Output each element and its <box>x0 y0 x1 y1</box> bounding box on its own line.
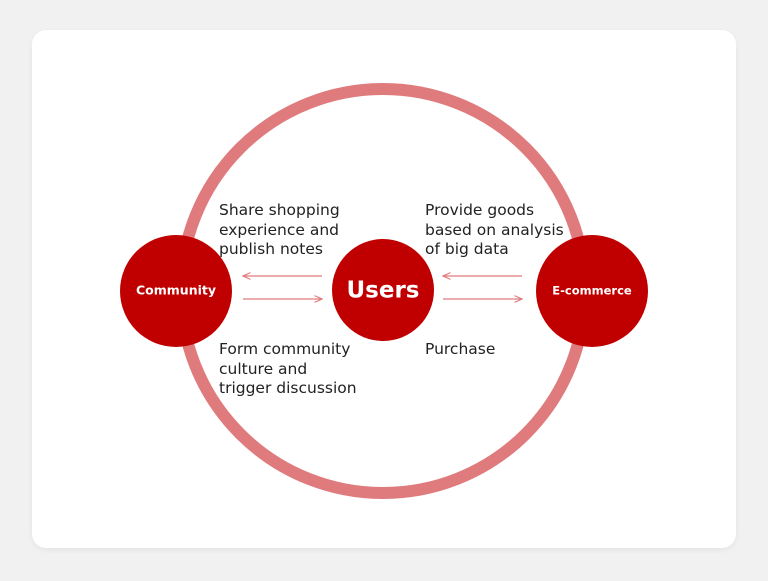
form-annotation: Form community culture and trigger discu… <box>219 340 357 399</box>
share-line-2: experience and <box>219 220 339 239</box>
share-line-3: publish notes <box>219 240 323 258</box>
form-line-3: trigger discussion <box>219 379 357 397</box>
community-node-label: Community <box>136 283 216 298</box>
users-node <box>332 239 434 341</box>
provide-line-1: Provide goods <box>425 201 535 219</box>
share-line-1: Share shopping <box>219 201 340 219</box>
provide-line-2: based on analysis <box>425 220 564 239</box>
purchase-annotation: Purchase <box>425 340 495 360</box>
provide-annotation: Provide goods based on analysis of big d… <box>425 201 564 260</box>
community-node <box>120 235 232 347</box>
provide-line-3: of big data <box>425 240 509 258</box>
form-line-1: Form community <box>219 340 351 358</box>
share-annotation: Share shopping experience and publish no… <box>219 201 340 260</box>
ecommerce-node <box>536 235 648 347</box>
form-line-2: culture and <box>219 359 308 378</box>
ecommerce-node-label: E-commerce <box>552 284 632 298</box>
purchase-line-1: Purchase <box>425 340 496 358</box>
users-node-label: Users <box>347 278 420 304</box>
